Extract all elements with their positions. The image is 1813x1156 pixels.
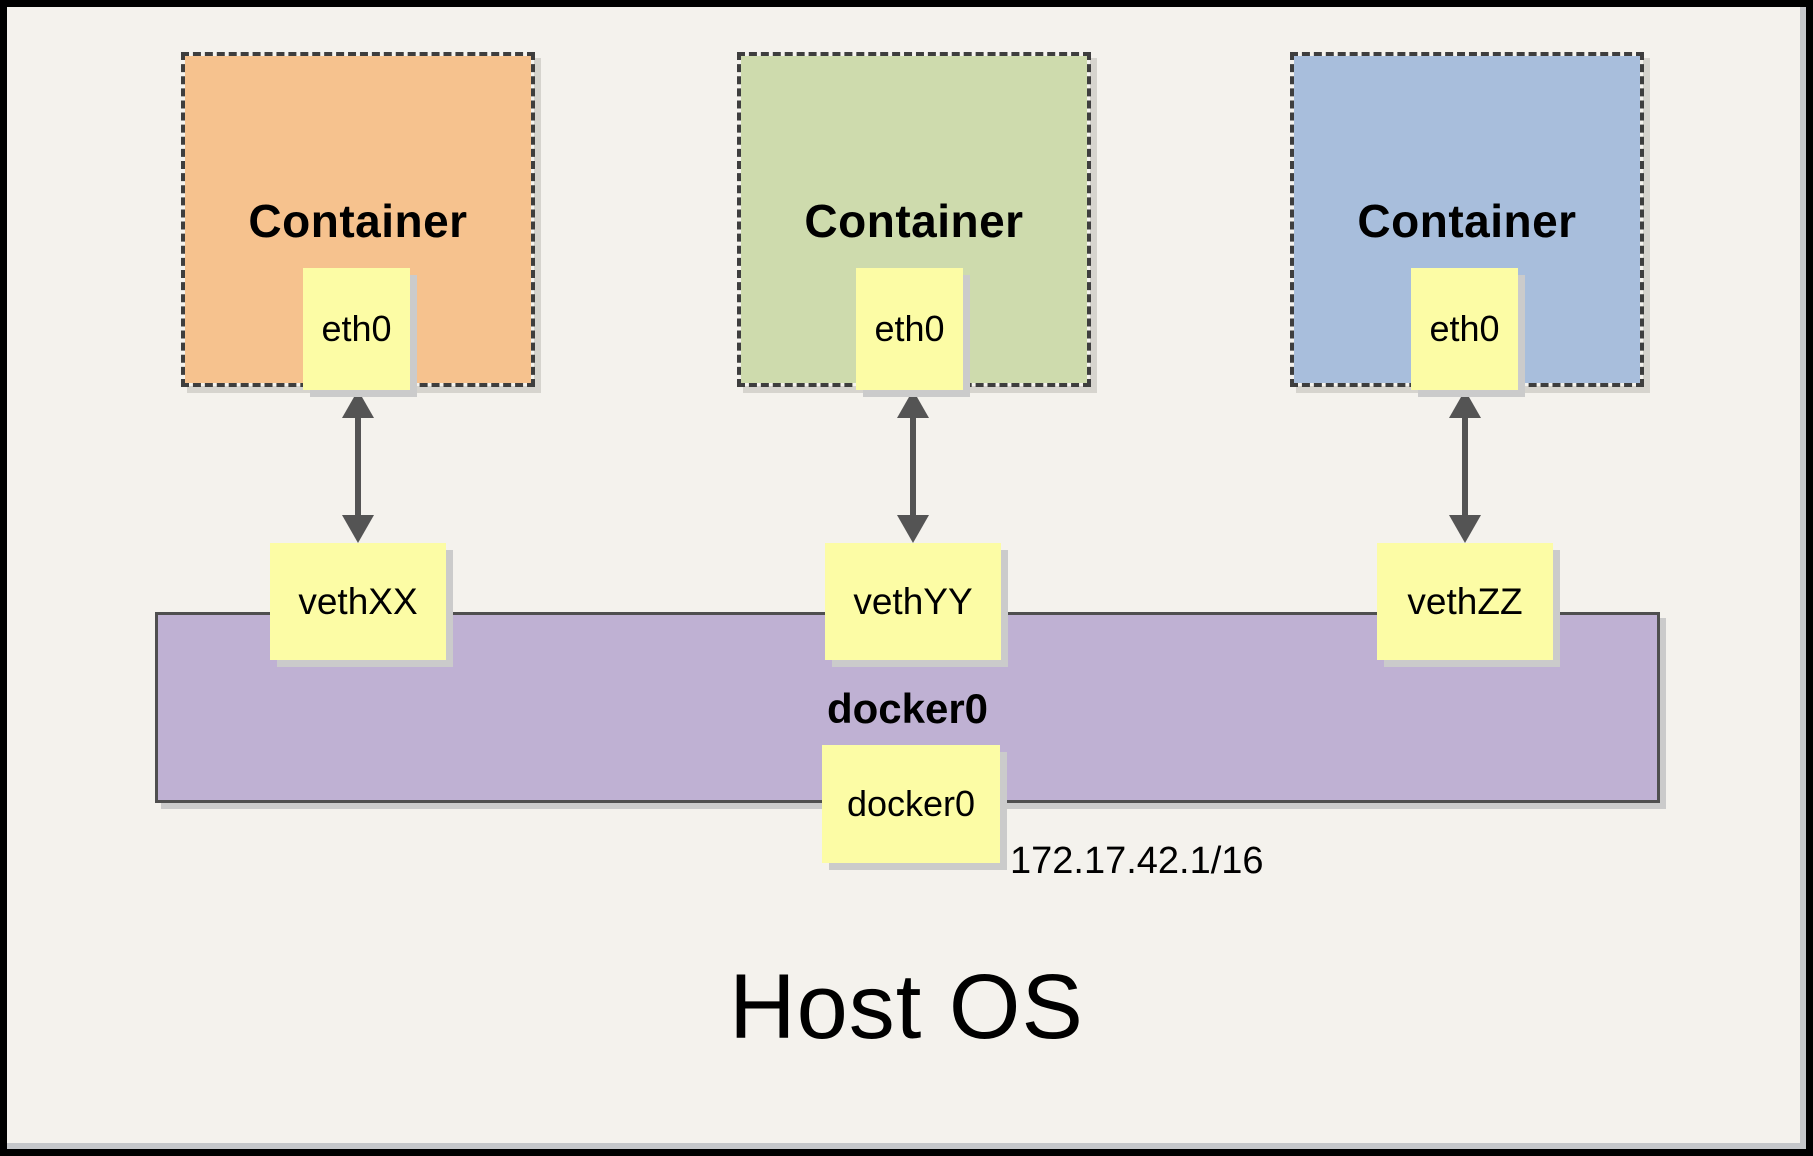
arrow-down-icon (342, 515, 374, 543)
arrow-up-icon (342, 390, 374, 418)
container-2-label: Container (804, 195, 1024, 247)
arrow-shaft (910, 418, 916, 515)
arrow-down-icon (1449, 515, 1481, 543)
arrow-shaft (355, 418, 361, 515)
eth0-note-3: eth0 (1411, 268, 1518, 390)
veth-arrow-1 (342, 390, 374, 543)
docker0-bridge-label: docker0 (826, 685, 989, 732)
vethxx-note: vethXX (270, 543, 446, 660)
veth-arrow-3 (1449, 390, 1481, 543)
arrow-up-icon (1449, 390, 1481, 418)
docker0-interface-note: docker0 (822, 745, 1000, 863)
vethyy-note: vethYY (825, 543, 1001, 660)
eth0-note-1: eth0 (303, 268, 410, 390)
arrow-down-icon (897, 515, 929, 543)
container-3-label: Container (1357, 195, 1577, 247)
arrow-shaft (1462, 418, 1468, 515)
container-1-label: Container (248, 195, 468, 247)
arrow-up-icon (897, 390, 929, 418)
vethzz-note: vethZZ (1377, 543, 1553, 660)
veth-arrow-2 (897, 390, 929, 543)
host-os-label: Host OS (729, 956, 1084, 1058)
bridge-ip-label: 172.17.42.1/16 (1010, 840, 1264, 882)
eth0-note-2: eth0 (856, 268, 963, 390)
